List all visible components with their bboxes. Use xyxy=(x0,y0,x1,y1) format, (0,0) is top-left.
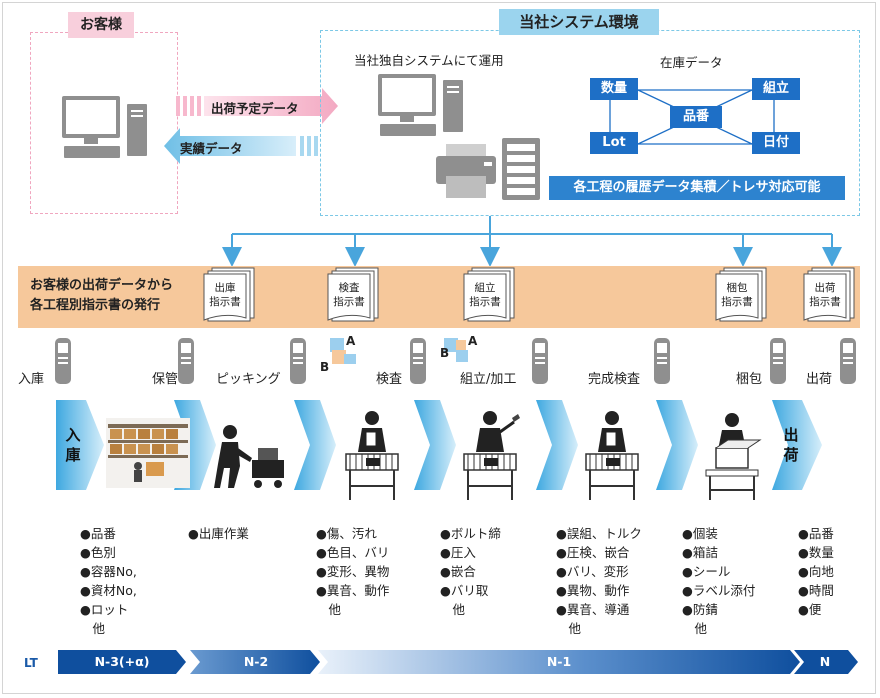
ab-mark-assembly xyxy=(444,338,468,362)
band-line-1: お客様の出荷データから xyxy=(30,278,174,293)
system-computer-icon xyxy=(378,74,463,136)
lt-segment-n1: N-1 xyxy=(546,654,572,669)
forecast-data-arrow xyxy=(176,88,338,124)
process-receiving: 入庫 xyxy=(18,372,45,387)
items-shipping: ●品番●数量●向地●時間●便 xyxy=(798,526,834,617)
items-assembly: ●ボルト締●圧入●嵌合●バリ取 他 xyxy=(440,526,501,617)
band-line-2: 各工程別指示書の発行 xyxy=(30,298,161,313)
customer-title: お客様 xyxy=(68,12,134,38)
scanner-icons xyxy=(55,338,856,384)
result-data-label: 実績データ xyxy=(180,141,243,156)
ab-mark-inspection-a: A xyxy=(346,334,356,348)
node-date: 日付 xyxy=(752,132,800,154)
inventory-title: 在庫データ xyxy=(660,55,723,70)
final-inspection-worker-icon xyxy=(585,411,639,500)
flow-label-receiving: 入庫 xyxy=(65,426,81,464)
items-packing: ●個装●箱詰●シール●ラベル添付●防錆 他 xyxy=(682,526,756,636)
flow-label-shipping: 出荷 xyxy=(783,426,799,464)
doc-shipment-label: 出荷指示書 xyxy=(809,282,841,308)
warehouse-shelf-image xyxy=(106,418,190,488)
ab-mark-inspection-b: B xyxy=(320,360,330,374)
doc-inspection-label: 検査指示書 xyxy=(333,282,365,308)
items-final-inspection: ●誤組、トルク●圧検、嵌合●バリ、変形●異物、動作●異音、導通 他 xyxy=(556,526,642,636)
node-part-number: 品番 xyxy=(670,106,722,128)
items-picking: ●出庫作業 xyxy=(188,526,249,541)
lt-label: LT xyxy=(24,656,38,670)
doc-assembly-label: 組立指示書 xyxy=(469,282,501,308)
assembly-worker-icon xyxy=(463,411,520,500)
lt-segment-n: N xyxy=(819,654,831,669)
packing-worker-icon xyxy=(705,413,762,500)
items-receiving: ●品番●色別●容器No,●資材No,●ロット 他 xyxy=(80,526,137,636)
process-inspection: 検査 xyxy=(376,372,403,387)
printer-icon xyxy=(436,144,496,198)
system-operation-label: 当社独自システムにて運用 xyxy=(354,53,504,68)
result-data-arrow xyxy=(164,128,318,164)
process-packing: 梱包 xyxy=(736,372,763,387)
process-final-inspection: 完成検査 xyxy=(588,372,641,387)
system-title: 当社システム環境 xyxy=(499,9,659,35)
forecast-data-label: 出荷予定データ xyxy=(211,101,299,116)
server-icon xyxy=(502,138,540,200)
process-shipping: 出荷 xyxy=(806,372,833,387)
customer-computer-icon xyxy=(62,96,147,158)
process-picking: ピッキング xyxy=(216,372,281,387)
lt-timeline xyxy=(58,650,858,674)
ab-mark-assembly-a: A xyxy=(468,334,478,348)
process-storage: 保管 xyxy=(152,372,179,387)
doc-packing-label: 梱包指示書 xyxy=(721,282,753,308)
distribution-arrows xyxy=(222,216,842,267)
ab-mark-assembly-b: B xyxy=(440,346,450,360)
lt-segment-n2: N-2 xyxy=(243,654,269,669)
inspection-worker-icon xyxy=(345,411,399,500)
lt-segment-n3: N-3(+α) xyxy=(94,654,150,669)
node-quantity: 数量 xyxy=(590,78,638,100)
instruction-band-text: お客様の出荷データから 各工程別指示書の発行 xyxy=(30,276,173,316)
node-assembly: 組立 xyxy=(752,78,800,100)
history-banner: 各工程の履歴データ集積／トレサ対応可能 xyxy=(549,176,845,200)
doc-shipping-label: 出庫指示書 xyxy=(209,282,241,308)
flow-chevrons xyxy=(56,400,822,490)
process-assembly: 組立/加工 xyxy=(460,372,517,387)
ab-mark-inspection xyxy=(330,338,356,364)
items-inspection: ●傷、汚れ●色目、バリ●変形、異物●異音、動作 他 xyxy=(316,526,390,617)
picking-worker-icon xyxy=(214,425,284,488)
node-lot: Lot xyxy=(590,132,638,154)
